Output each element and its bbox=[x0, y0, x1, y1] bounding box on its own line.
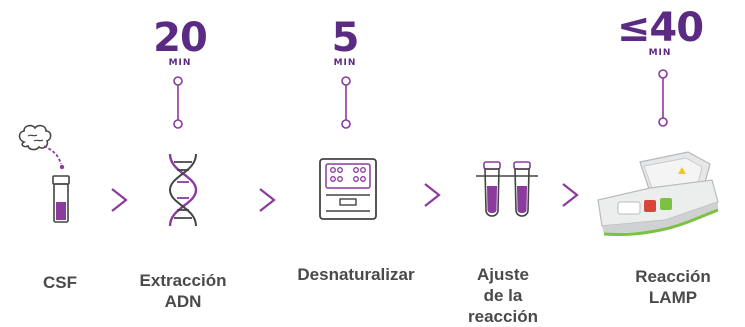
dna-icon bbox=[168, 153, 198, 227]
arrow-3 bbox=[424, 183, 441, 207]
time-denaturation: 5 MIN bbox=[310, 18, 380, 68]
connector-lamp bbox=[658, 69, 668, 127]
label-ajuste-reaccion: Ajuste de la reacción bbox=[468, 265, 538, 326]
sample-tubes-icon bbox=[476, 161, 538, 217]
time-lamp: ≤40 MIN bbox=[610, 8, 710, 58]
time-lamp-unit: MIN bbox=[648, 48, 672, 58]
tube-icon bbox=[52, 175, 70, 223]
label-extraccion-adn: Extracción ADN bbox=[139, 271, 227, 311]
heat-block-icon bbox=[319, 158, 377, 220]
time-extraction: 20 MIN bbox=[145, 18, 215, 68]
time-denaturation-value: 5 bbox=[331, 15, 360, 61]
arrow-4 bbox=[562, 183, 579, 207]
lamp-device-icon bbox=[597, 151, 719, 236]
time-extraction-value: 20 bbox=[153, 15, 208, 61]
time-lamp-value: ≤40 bbox=[616, 5, 704, 51]
connector-denaturation bbox=[341, 76, 351, 129]
connector-extraction bbox=[173, 76, 183, 129]
label-desnaturalizar: Desnaturalizar bbox=[297, 265, 415, 284]
label-reaccion-lamp: Reacción LAMP bbox=[635, 267, 711, 307]
time-denaturation-unit: MIN bbox=[333, 58, 357, 68]
arrow-2 bbox=[259, 188, 276, 212]
label-csf: CSF bbox=[43, 273, 77, 292]
time-extraction-unit: MIN bbox=[168, 58, 192, 68]
arrow-1 bbox=[111, 188, 128, 212]
brain-icon bbox=[18, 124, 65, 170]
